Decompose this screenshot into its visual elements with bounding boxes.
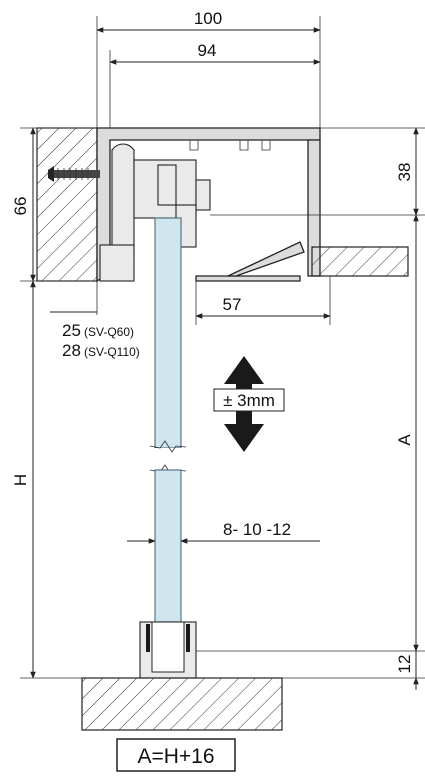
bottom-gap-label: 12	[395, 655, 414, 674]
side-clearance-labels: 25 (SV-Q60) 28 (SV-Q110)	[50, 281, 140, 360]
ceiling-slab	[311, 246, 409, 277]
floor-slab	[81, 677, 283, 731]
glass-panel-upper	[154, 217, 182, 449]
bottom-guide	[99, 244, 135, 282]
dimension-panel-overlap: 57	[195, 276, 331, 325]
adjust-nut	[195, 179, 211, 211]
top-profile	[96, 127, 321, 283]
dimension-width-inner: 94	[109, 41, 321, 128]
height-a-label: A	[395, 434, 414, 446]
width-outer-label: 100	[194, 9, 222, 28]
clearance-1-model: (SV-Q60)	[84, 325, 134, 339]
glass-panel-lower	[154, 469, 182, 623]
mounting-screw	[48, 166, 100, 182]
dimension-height-a: A	[196, 214, 425, 652]
dimension-glass-thickness: 8- 10 -12	[127, 520, 320, 544]
clearance-2-model: (SV-Q110)	[84, 345, 140, 359]
adjustment-label: ± 3mm	[223, 391, 275, 410]
dimension-top-offset: 38	[210, 127, 425, 216]
wall-section	[36, 127, 98, 282]
panel-overlap-label: 57	[223, 295, 242, 314]
floor-guide	[139, 621, 197, 679]
roller-axle	[157, 164, 177, 206]
ceiling-ramp	[227, 241, 305, 277]
height-h-label: H	[11, 474, 30, 486]
formula-label: A=H+16	[137, 745, 214, 768]
adjustment-arrow: ± 3mm	[213, 356, 285, 452]
glass-thickness-label: 8- 10 -12	[223, 520, 291, 539]
width-inner-label: 94	[198, 41, 217, 60]
dimension-bottom-gap: 12	[282, 651, 425, 690]
dimension-width-outer: 100	[96, 9, 321, 128]
profile-height-label: 66	[11, 197, 30, 216]
clearance-2-value: 28	[62, 341, 81, 360]
adjustment-label-box	[213, 388, 285, 412]
dimension-height-h: H	[11, 280, 82, 679]
formula-box: A=H+16	[116, 738, 236, 772]
top-offset-label: 38	[395, 163, 414, 182]
clearance-1-value: 25	[62, 321, 81, 340]
ceiling-panel	[195, 275, 301, 282]
